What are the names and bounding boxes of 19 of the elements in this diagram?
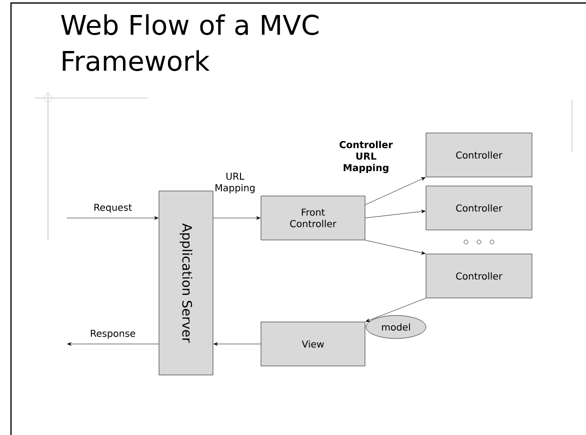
process-box: Controller xyxy=(426,254,532,298)
arrow xyxy=(214,342,261,346)
edge-label: Response xyxy=(90,330,136,339)
arrow xyxy=(366,298,426,322)
arrow xyxy=(66,216,158,220)
title: Web Flow of a MVC Framework xyxy=(61,14,318,72)
arrow xyxy=(213,216,260,220)
arrow xyxy=(365,177,426,205)
arrow xyxy=(67,342,159,346)
process-box: Controller xyxy=(426,132,532,178)
process-box: Front Controller xyxy=(260,196,366,240)
server-box: Application Server xyxy=(158,190,214,376)
arrow xyxy=(365,240,426,255)
process-box: Controller xyxy=(426,186,532,230)
edge-label: Request xyxy=(94,204,132,213)
annotation: URL Mapping xyxy=(216,172,255,194)
process-box: View xyxy=(260,322,366,366)
annotation: Controller URL Mapping xyxy=(340,140,393,174)
arrow xyxy=(365,210,426,218)
